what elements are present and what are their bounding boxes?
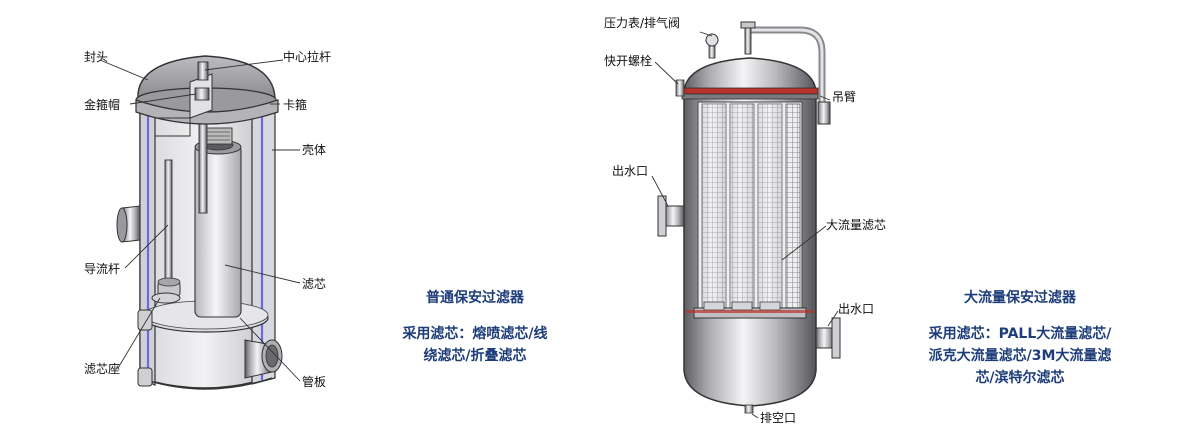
- label-outlet-bottom: 出水口: [838, 302, 875, 316]
- label-clamp: 卡箍: [283, 98, 308, 112]
- caption-standard-filter: 普通保安过滤器 采用滤芯：熔喷滤芯/线 绕滤芯/折叠滤芯: [375, 287, 575, 367]
- caption-highflow-title: 大流量保安过滤器: [964, 290, 1076, 306]
- label-drain: 排空口: [760, 411, 797, 425]
- label-high-flow-cartridge: 大流量滤芯: [826, 218, 887, 232]
- caption-highflow-line1: 采用滤芯：PALL大流量滤芯/: [928, 326, 1112, 342]
- caption-standard-line1: 采用滤芯：熔喷滤芯/线: [402, 326, 548, 342]
- caption-standard-title: 普通保安过滤器: [426, 290, 524, 306]
- label-tube-plate: 管板: [302, 375, 327, 389]
- label-pressure-gauge: 压力表/排气阀: [604, 16, 681, 30]
- standard-filter-illustration: [116, 55, 283, 390]
- label-outlet-top: 出水口: [612, 164, 649, 178]
- caption-standard-line2: 绕滤芯/折叠滤芯: [423, 348, 527, 364]
- caption-highflow-line3: 芯/滨特尔滤芯: [975, 370, 1065, 386]
- label-shell: 壳体: [302, 143, 327, 157]
- label-cap: 金箍帽: [84, 98, 121, 112]
- label-hoist-arm: 吊臂: [832, 90, 857, 104]
- label-head: 封头: [84, 50, 109, 64]
- label-quick-bolt: 快开螺栓: [604, 54, 653, 68]
- left-leader-lines: [99, 59, 301, 382]
- label-cartridge: 滤芯: [302, 277, 327, 291]
- caption-high-flow-filter: 大流量保安过滤器 采用滤芯：PALL大流量滤芯/ 派克大流量滤芯/3M大流量滤 …: [890, 287, 1150, 389]
- label-guide-rod: 导流杆: [84, 262, 121, 276]
- right-leader-lines: [651, 31, 839, 419]
- high-flow-filter-illustration: [657, 21, 841, 414]
- caption-highflow-line2: 派克大流量滤芯/3M大流量滤: [928, 348, 1112, 364]
- label-center-rod: 中心拉杆: [283, 50, 332, 64]
- label-cartridge-seat: 滤芯座: [84, 362, 121, 376]
